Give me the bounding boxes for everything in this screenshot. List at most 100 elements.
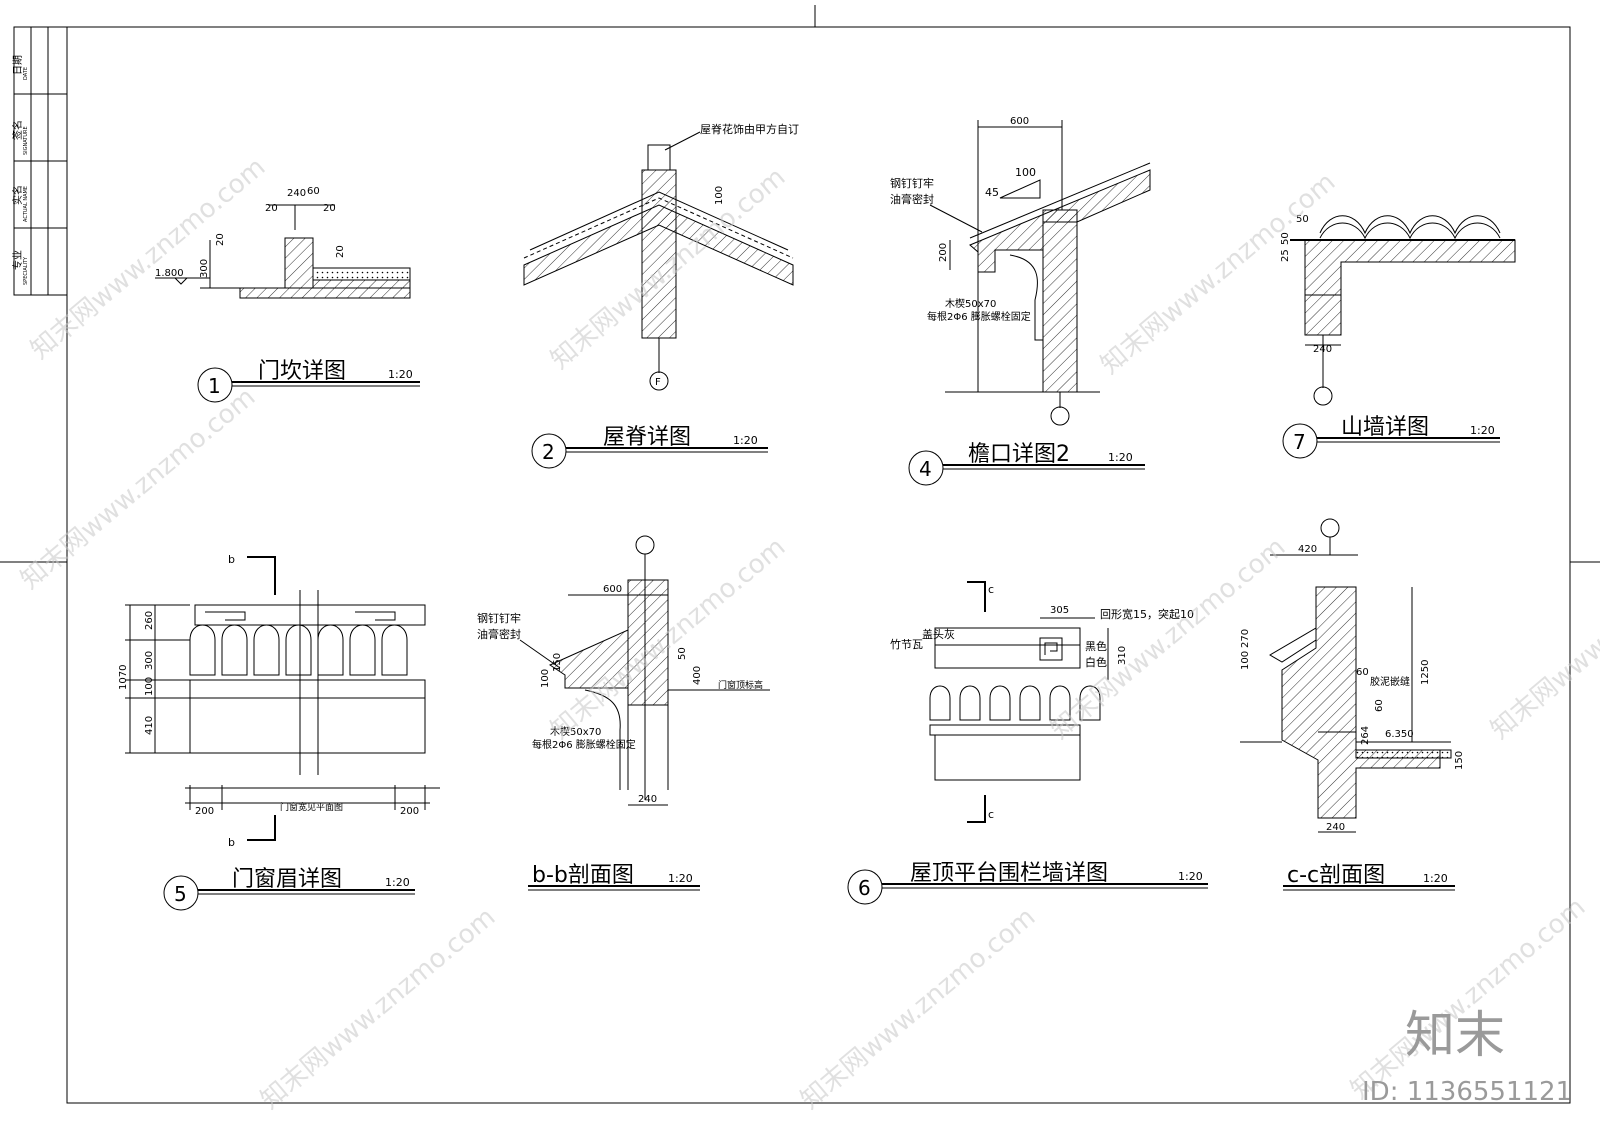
d1-dim-20c: 20 [215, 233, 226, 246]
dcc-note: 胶泥嵌缝 [1370, 675, 1410, 688]
dbb-note-4: 木楔50x70 [550, 726, 601, 738]
d5-plan-note: 门窗宽见平面图 [280, 801, 343, 813]
d7-dim-50: 50 [1296, 214, 1309, 225]
dcc-dim-420: 420 [1298, 544, 1317, 555]
d2-axis: F [655, 377, 661, 388]
detail-4-number: 4 [919, 457, 932, 481]
dbb-note-5: 每根2Φ6 膨胀螺栓固定 [532, 738, 636, 751]
detail-1-threshold: 240 60 20 20 20 20 300 1.800 [155, 186, 411, 299]
d6-note-5: 白色 [1085, 655, 1107, 669]
d2-dim: 100 [714, 186, 725, 205]
watermark-text-3: 知末网www.znzmo.com [1095, 167, 1341, 380]
d7-dim-50b: 50 [1280, 232, 1291, 245]
watermark-text-7: 知末网www.znzmo.com [255, 902, 501, 1115]
d5-dim-100: 100 [144, 677, 155, 696]
dcc-dim-100: 100 [1240, 651, 1251, 670]
d4-note-4: 每根2Φ6 膨胀螺栓固定 [927, 310, 1031, 323]
watermark-text-8: 知末网www.znzmo.com [795, 902, 1041, 1115]
d5-cut-top: b [228, 553, 235, 566]
title-block-en-3: SIGNATURE [23, 126, 29, 155]
watermark-text-4: 知末网www.znzmo.com [15, 382, 261, 595]
d4-dim-top: 600 [1010, 116, 1029, 127]
dcc-dim-60a: 60 [1356, 667, 1369, 678]
dbb-note-1: 钢钉钉牢 [477, 611, 521, 625]
detail-7-gable: 50 25 50 240 [1280, 214, 1516, 406]
detail-7-scale: 1:20 [1470, 424, 1495, 437]
d5-dim-200b: 200 [400, 806, 419, 817]
detail-1-number: 1 [208, 374, 221, 398]
d6-dim-310: 310 [1117, 646, 1128, 665]
d1-dim-20d: 20 [335, 245, 346, 258]
dbb-dim-50: 50 [677, 647, 688, 660]
d4-slope-a: 100 [1015, 166, 1036, 179]
detail-6-scale: 1:20 [1178, 870, 1203, 883]
d5-cut-bottom: b [228, 836, 235, 849]
dcc-dim-240: 240 [1326, 822, 1345, 833]
title-block-en-4: DATE [23, 67, 29, 80]
d6-cut-bottom: c [988, 808, 994, 821]
detail-4-title: 4 檐口详图2 1:20 [908, 442, 1145, 486]
dcc-dim-1250: 1250 [1420, 660, 1431, 685]
watermark-text-10: 知末网www.znzmo.com [1485, 532, 1600, 745]
detail-4-name: 檐口详图2 [968, 442, 1070, 467]
d1-dim-300: 300 [199, 259, 210, 278]
title-block-en-1: SPECIALITY [23, 256, 29, 285]
d6-cut-top: c [988, 583, 994, 596]
d7-dim-25: 25 [1280, 249, 1291, 262]
detail-5-window-hood: 260 300 100 410 1070 200 200 门窗宽见平面图 b b [118, 553, 440, 849]
watermark-id: ID: 1136551121 [1362, 1077, 1572, 1107]
d6-dim-305: 305 [1050, 605, 1069, 616]
detail-2-name: 屋脊详图 [603, 425, 691, 450]
d4-slope-b: 45 [985, 186, 999, 199]
d4-dim-side: 200 [938, 243, 949, 262]
d6-note-2: 竹节瓦 [890, 637, 923, 651]
detail-6-number: 6 [858, 876, 871, 900]
title-block-row-1: 专业 [11, 250, 24, 270]
detail-1-title: 1 门坎详图 1:20 [197, 359, 420, 403]
d4-note-2: 油膏密封 [890, 192, 934, 206]
detail-6-title: 6 屋顶平台围栏墙详图 1:20 [847, 861, 1208, 905]
detail-bb-name: b-b剖面图 [532, 863, 634, 888]
dbb-note-3: 门窗顶标高 [718, 679, 763, 691]
detail-2-scale: 1:20 [733, 434, 758, 447]
dcc-level: 6.350 [1385, 729, 1414, 740]
detail-6-parapet: c c 盖头灰 竹节瓦 305 回形宽15，突起10 黑色 白色 310 [890, 581, 1194, 823]
detail-2-ridge: F 屋脊花饰由甲方自订 100 [523, 122, 799, 391]
detail-7-title: 7 山墙详图 1:20 [1282, 415, 1500, 459]
d2-note: 屋脊花饰由甲方自订 [700, 122, 799, 136]
watermark-brand: 知末 [1405, 1006, 1505, 1064]
detail-5-title: 5 门窗眉详图 1:20 [163, 867, 415, 911]
d5-dim-1070: 1070 [118, 665, 129, 690]
d1-dim-20b: 20 [323, 203, 336, 214]
detail-bb-section: 600 钢钉钉牢 油膏密封 100 150 50 400 门窗顶标高 木楔50x… [477, 535, 770, 806]
d5-dim-300: 300 [144, 651, 155, 670]
detail-5-name: 门窗眉详图 [232, 867, 342, 892]
d6-note-4: 黑色 [1085, 639, 1107, 653]
d4-note-3: 木楔50x70 [945, 298, 996, 310]
detail-cc-name: c-c剖面图 [1287, 863, 1385, 888]
d6-note-1: 盖头灰 [922, 627, 955, 641]
dbb-dim-top: 600 [603, 584, 622, 595]
watermark-text-6: 知末网www.znzmo.com [1045, 532, 1291, 745]
d5-dim-260: 260 [144, 611, 155, 630]
detail-5-number: 5 [174, 882, 187, 906]
title-block: 专业 实名 签名 日期 SPECIALITY ACTUAL NAME SIGNA… [11, 26, 68, 296]
d1-level: 1.800 [155, 268, 184, 279]
detail-bb-scale: 1:20 [668, 872, 693, 885]
watermark-text-9: 知末网www.znzmo.com [1345, 892, 1591, 1105]
dbb-dim-100: 100 [540, 669, 551, 688]
detail-7-name: 山墙详图 [1341, 415, 1429, 440]
detail-4-eaves: 600 100 45 钢钉钉牢 油膏密封 200 木楔50x70 每根2Φ6 膨… [890, 116, 1151, 426]
detail-5-scale: 1:20 [385, 876, 410, 889]
d6-note-3: 回形宽15，突起10 [1100, 607, 1194, 621]
dcc-dim-150: 150 [1454, 751, 1465, 770]
detail-cc-section: 420 1250 100 270 60 60 264 胶泥嵌缝 6.350 15… [1240, 518, 1465, 833]
dcc-dim-60b: 60 [1374, 699, 1385, 712]
detail-cc-title: c-c剖面图 1:20 [1283, 863, 1455, 891]
detail-6-name: 屋顶平台围栏墙详图 [910, 861, 1108, 886]
d5-dim-410: 410 [144, 716, 155, 735]
dcc-dim-264: 264 [1360, 726, 1371, 745]
d4-note-1: 钢钉钉牢 [890, 176, 934, 190]
title-block-row-4: 日期 [12, 55, 24, 75]
